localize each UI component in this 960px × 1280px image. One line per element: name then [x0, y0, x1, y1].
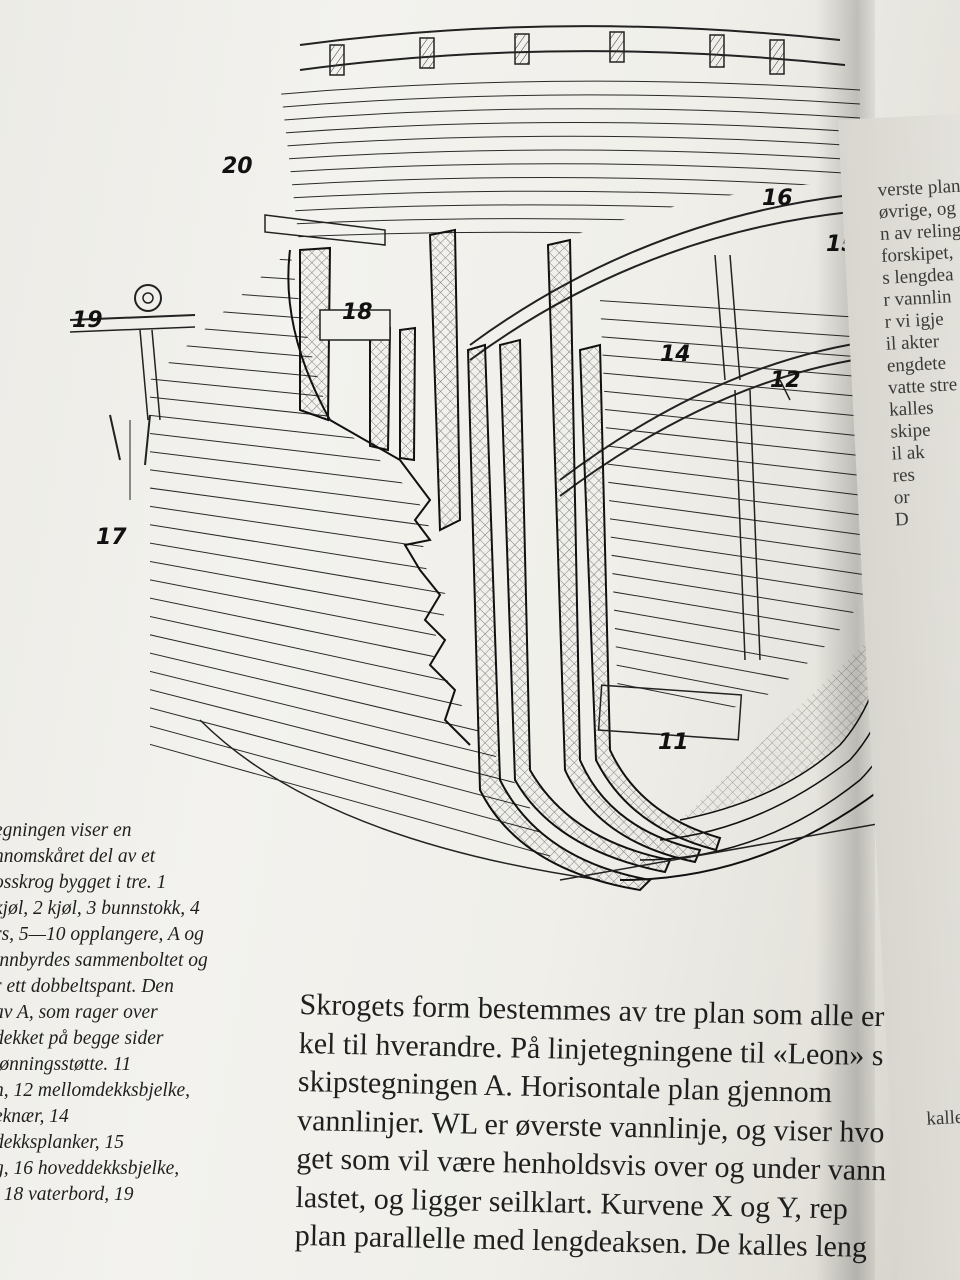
- caption-line: g, 16 hoveddekksbjelke,: [0, 1158, 180, 1179]
- caption-line: egningen viser en: [0, 820, 132, 841]
- callout-20: 20: [222, 154, 253, 179]
- caption-line: eknær, 14: [0, 1106, 69, 1127]
- right-page-line: vatte stre: [887, 374, 958, 399]
- callout-17: 17: [96, 525, 127, 550]
- right-page-line: r vi igje: [884, 308, 945, 333]
- figure-caption: egningen viser en nnomskåret del av et o…: [0, 818, 294, 1208]
- caption-line: kjøl, 2 kjøl, 3 bunnstokk, 4: [0, 898, 200, 919]
- callout-18: 18: [342, 300, 373, 325]
- callout-12: 12: [770, 368, 801, 393]
- right-page-line: kalles: [888, 397, 935, 421]
- right-page-line: kalles: [925, 1106, 960, 1130]
- caption-line: , 18 vaterbord, 19: [0, 1184, 134, 1205]
- callout-19: 19: [72, 308, 103, 333]
- caption-line: lønningsstøtte. 11: [0, 1054, 132, 1075]
- callout-11: 11: [658, 730, 689, 755]
- callout-16: 16: [762, 186, 793, 211]
- caption-line: osskrog bygget i tre. 1: [0, 872, 167, 893]
- caption-line: r ett dobbeltspant. Den: [0, 976, 174, 997]
- right-page-line: il ak: [891, 441, 926, 465]
- caption-line: innbyrdes sammenboltet og: [0, 950, 208, 971]
- hull-illustration: [69, 25, 960, 892]
- right-page-line: D: [894, 508, 910, 531]
- caption-line: av A, som rager over: [0, 1002, 158, 1023]
- right-page-line: skipe: [889, 419, 932, 443]
- right-page-line: res: [892, 464, 916, 487]
- right-page-line: il akter: [885, 331, 940, 355]
- caption-line: rs, 5—10 opplangere, A og: [0, 924, 204, 945]
- right-page-line: or: [893, 486, 911, 509]
- caption-line: dekksplanker, 15: [0, 1132, 124, 1153]
- caption-line: dekket på begge sider: [0, 1028, 164, 1049]
- right-page-line: engdete: [886, 352, 947, 377]
- callout-14: 14: [660, 342, 691, 367]
- caption-line: n, 12 mellomdekksbjelke,: [0, 1080, 191, 1101]
- caption-line: nnomskåret del av et: [0, 846, 156, 867]
